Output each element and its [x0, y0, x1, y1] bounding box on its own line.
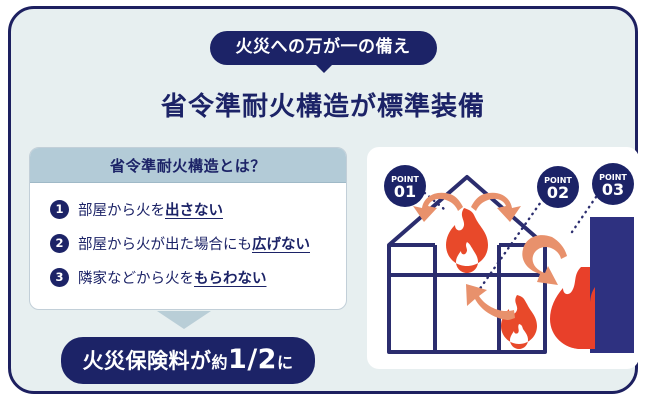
list-item: 3 隣家などから火をもらわない — [30, 260, 346, 294]
list-item: 1 部屋から火を出さない — [30, 192, 346, 226]
list-item-number: 2 — [50, 233, 69, 253]
illustration-panel: POINT 01 POINT 02 POINT 03 — [367, 147, 639, 369]
result-banner-container: 火災保険料が約1/2に — [29, 337, 347, 385]
house-outline — [387, 175, 547, 354]
flame-icon — [501, 295, 537, 349]
list-item-emphasis: 出さない — [165, 202, 223, 219]
definition-panel-heading: 省令準耐火構造とは？ — [30, 148, 346, 183]
list-item-prefix: 隣家などから火を — [78, 270, 194, 287]
list-item-number: 3 — [50, 267, 69, 287]
definition-panel: 省令準耐火構造とは？ 1 部屋から火を出さない 2 部屋から火が出た場合にも広げ… — [29, 147, 347, 310]
point-badge-caption: POINT — [599, 173, 627, 182]
list-item-text: 隣家などから火をもらわない — [78, 267, 267, 288]
result-banner-fraction: 1/2 — [228, 344, 277, 375]
list-item-text: 部屋から火が出た場合にも広げない — [78, 233, 310, 254]
point-badge-number: 01 — [394, 182, 416, 201]
point-badge-03: POINT 03 — [592, 163, 634, 205]
list-item-text: 部屋から火を出さない — [78, 199, 223, 220]
spread-arrow-icon — [466, 284, 515, 320]
point-badge-number: 02 — [547, 183, 569, 202]
result-banner: 火災保険料が約1/2に — [60, 337, 316, 385]
list-item-prefix: 部屋から火が出た場合にも — [78, 236, 252, 253]
definition-list: 1 部屋から火を出さない 2 部屋から火が出た場合にも広げない 3 隣家などから… — [30, 183, 346, 294]
point-badge-number: 03 — [602, 180, 624, 199]
header-badge: 火災への万が一の備え — [209, 31, 437, 73]
result-banner-approx: 約 — [211, 353, 229, 372]
result-banner-suffix: に — [276, 353, 294, 372]
neighbor-building — [550, 217, 634, 353]
spread-arrow-icon — [522, 235, 567, 285]
list-item-emphasis: もらわない — [194, 270, 267, 287]
point-badge-01: POINT 01 — [384, 165, 426, 207]
page-title: 省令準耐火構造が標準装備 — [160, 92, 485, 122]
flame-icon — [446, 208, 488, 273]
header-badge-container: 火災への万が一の備え — [11, 31, 635, 73]
point-badge-caption: POINT — [391, 175, 419, 184]
result-banner-prefix: 火災保険料が — [82, 349, 212, 373]
list-item-prefix: 部屋から火を — [78, 202, 165, 219]
point-badge-02: POINT 02 — [537, 166, 579, 208]
list-item-emphasis: 広げない — [252, 236, 310, 253]
point-badge-caption: POINT — [544, 176, 572, 185]
spread-arrow-icon — [413, 192, 521, 222]
down-arrow-icon — [157, 311, 211, 329]
infographic-card: 火災への万が一の備え 省令準耐火構造が標準装備 省令準耐火構造とは？ 1 部屋か… — [8, 6, 639, 394]
list-item: 2 部屋から火が出た場合にも広げない — [30, 226, 346, 260]
list-item-number: 1 — [50, 199, 69, 219]
